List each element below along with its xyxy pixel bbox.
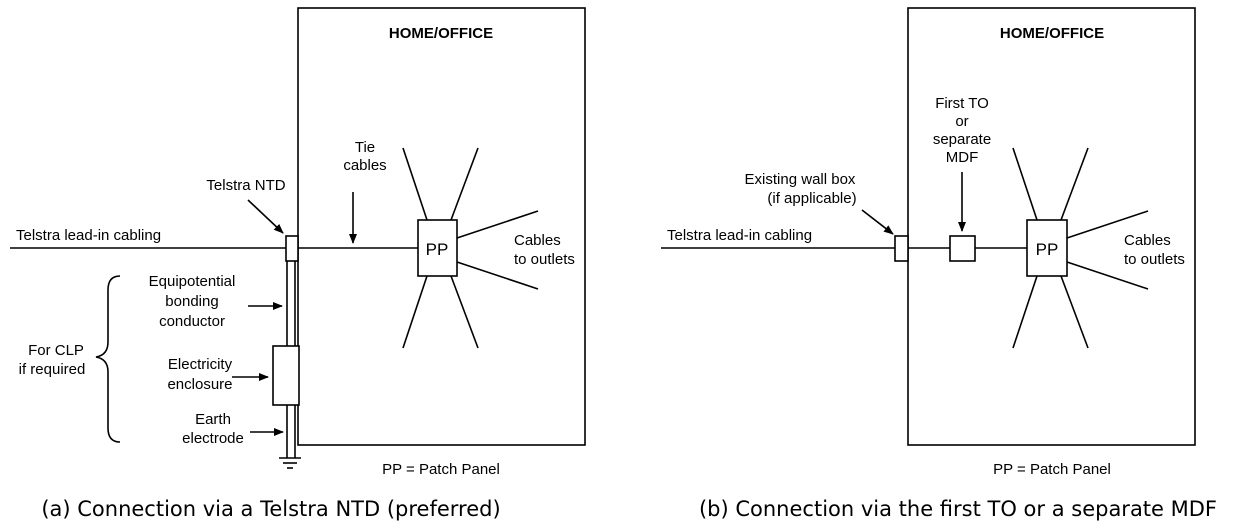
- legend-a: PP = Patch Panel: [382, 461, 500, 478]
- earth-label-1: Earth: [195, 411, 231, 428]
- electricity-enclosure-box: [272, 345, 300, 406]
- home-office-boundary-b: [907, 7, 1196, 446]
- bonding-label-1: Equipotential: [149, 273, 236, 290]
- bonding-label-3: conductor: [159, 313, 225, 330]
- ntd-label: Telstra NTD: [206, 177, 285, 194]
- lead-in-label-b: Telstra lead-in cabling: [667, 227, 812, 244]
- first-to-box: [949, 235, 976, 262]
- wall-box-label-1: Existing wall box: [745, 171, 856, 188]
- ntd-arrow: [247, 199, 284, 234]
- first-to-label-3: separate: [933, 131, 991, 148]
- ntd-box: [285, 235, 299, 262]
- clp-note-1: For CLP: [28, 342, 84, 359]
- caption-a: (a) Connection via a Telstra NTD (prefer…: [41, 497, 500, 521]
- first-to-label-4: MDF: [946, 149, 979, 166]
- panel-a: HOME/OFFICE Telstra lead-in cabling Tels…: [10, 7, 586, 521]
- clp-brace: [95, 275, 121, 443]
- first-to-label-2: or: [955, 113, 968, 130]
- clp-note-2: if required: [19, 361, 86, 378]
- cables-to-outlets-label-b2: to outlets: [1124, 251, 1185, 268]
- cables-to-outlets-label-a2: to outlets: [514, 251, 575, 268]
- cables-to-outlets-label-b1: Cables: [1124, 232, 1171, 249]
- enclosure-label-1: Electricity: [168, 356, 233, 373]
- caption-b: (b) Connection via the first TO or a sep…: [699, 497, 1217, 521]
- outlet-cables-b: [1012, 147, 1149, 349]
- legend-b: PP = Patch Panel: [993, 461, 1111, 478]
- outlet-cables-a: [402, 147, 539, 349]
- lead-in-label-a: Telstra lead-in cabling: [16, 227, 161, 244]
- first-to-label-1: First TO: [935, 95, 989, 112]
- wall-box: [894, 235, 909, 262]
- patch-panel-label-a: PP: [426, 240, 449, 259]
- patch-panel-a: [417, 219, 458, 277]
- bonding-label-2: bonding: [165, 293, 218, 310]
- home-office-label-b: HOME/OFFICE: [1000, 25, 1104, 42]
- home-office-label-a: HOME/OFFICE: [389, 25, 493, 42]
- wall-box-arrow: [861, 209, 894, 235]
- earth-label-2: electrode: [182, 430, 244, 447]
- wall-box-label-2: (if applicable): [767, 190, 856, 207]
- tie-cables-label-1: Tie: [355, 139, 375, 156]
- earth-symbol: [279, 457, 301, 469]
- enclosure-label-2: enclosure: [167, 376, 232, 393]
- panel-b: HOME/OFFICE Telstra lead-in cabling Exis…: [661, 7, 1217, 521]
- patch-panel-label-b: PP: [1036, 240, 1059, 259]
- home-office-boundary-a: [297, 7, 586, 446]
- tie-cables-label-2: cables: [343, 157, 386, 174]
- patch-panel-b: [1026, 219, 1068, 277]
- cables-to-outlets-label-a1: Cables: [514, 232, 561, 249]
